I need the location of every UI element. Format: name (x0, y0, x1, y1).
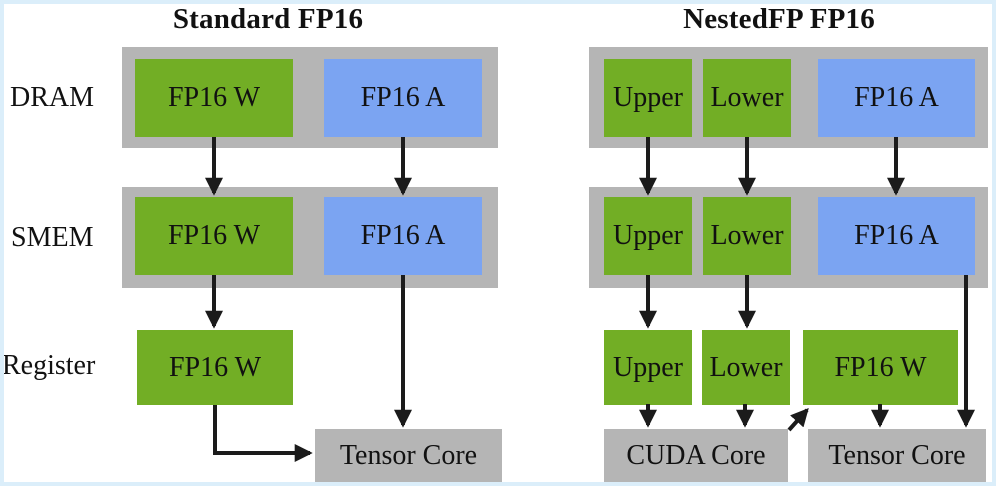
nfp-smem-upper-box: Upper (604, 197, 692, 275)
std-tensor-core-box: Tensor Core (315, 429, 502, 482)
nfp-cuda-core-box: CUDA Core (604, 429, 788, 482)
std-register-fp16w-box: FP16 W (137, 330, 293, 405)
row-label-register: Register (2, 350, 96, 381)
arrow-std-register-w-to-tensor-core (213, 405, 313, 462)
std-dram-fp16a-box: FP16 A (324, 59, 482, 137)
nfp-dram-upper-box: Upper (604, 59, 692, 137)
nfp-dram-lower-box: Lower (703, 59, 791, 137)
panel-title-standard-fp16: Standard FP16 (172, 3, 364, 35)
row-label-smem: SMEM (11, 222, 94, 253)
arrow-nfp-cuda-core-to-register-w (787, 407, 809, 432)
nfp-smem-fp16a-box: FP16 A (818, 197, 975, 275)
nfp-dram-fp16a-box: FP16 A (818, 59, 975, 137)
nfp-register-fp16w-box: FP16 W (803, 330, 958, 405)
nfp-register-upper-box: Upper (604, 330, 692, 405)
nfp-smem-lower-box: Lower (703, 197, 791, 275)
std-smem-fp16a-box: FP16 A (324, 197, 482, 275)
std-dram-fp16w-box: FP16 W (135, 59, 293, 137)
panel-title-nestedfp-fp16: NestedFP FP16 (683, 3, 875, 35)
std-smem-fp16w-box: FP16 W (135, 197, 293, 275)
row-label-dram: DRAM (10, 82, 95, 113)
nfp-register-lower-box: Lower (702, 330, 790, 405)
nfp-tensor-core-box: Tensor Core (808, 429, 986, 482)
